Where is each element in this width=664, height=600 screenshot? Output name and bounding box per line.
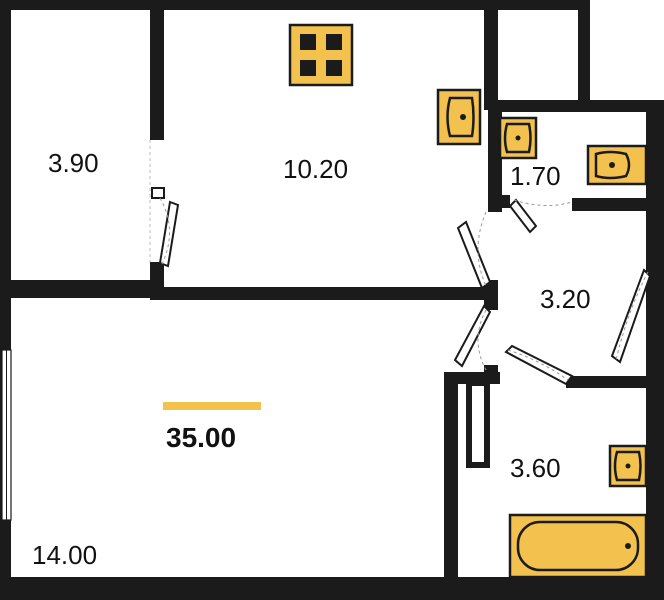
kitchen-living-wall — [150, 287, 486, 300]
partition-storage-kitchen-top — [150, 0, 164, 140]
room-area-toilet: 1.70 — [510, 161, 561, 191]
storage-door-jamb — [151, 187, 165, 199]
toilet-bottom-wall-left — [488, 195, 510, 208]
total-area: 35.00 — [166, 422, 236, 453]
room-area-hallway: 3.20 — [540, 284, 591, 314]
bathtub-icon — [508, 513, 648, 579]
kitchen-right-wall-mid — [488, 100, 502, 212]
room-area-bathroom: 3.60 — [510, 453, 561, 483]
outer-wall-left — [0, 0, 11, 600]
windows — [1, 349, 12, 521]
toilet-door-swing — [513, 199, 573, 206]
washbasin-icon — [608, 444, 648, 488]
shaft-inner — [472, 386, 484, 462]
room-area-kitchen: 10.20 — [283, 154, 348, 184]
room-area-storage: 3.90 — [48, 148, 99, 178]
doors — [149, 140, 652, 386]
living-room-door-leaf[interactable] — [453, 304, 492, 368]
total-area-accent-bar — [163, 402, 261, 410]
fixtures — [288, 23, 648, 579]
washbasin-icon — [498, 116, 538, 160]
hallway-right-door-leaf[interactable] — [610, 268, 652, 364]
storage-door-opening — [150, 140, 164, 262]
kitchen-door-leaf[interactable] — [456, 220, 492, 290]
bathroom-left-wall — [444, 372, 458, 587]
outer-wall-right — [646, 100, 664, 600]
sink-icon — [436, 88, 482, 146]
room-area-living-room: 14.00 — [32, 540, 97, 570]
stove-icon — [288, 23, 354, 87]
storage-bottom-wall — [0, 280, 164, 298]
outer-wall-notch-vertical — [578, 0, 590, 112]
outer-wall-notch-horizontal — [578, 100, 664, 112]
bathroom-top-wall-right — [566, 376, 658, 388]
outer-wall-bottom — [0, 577, 664, 600]
toilet-icon — [586, 144, 648, 186]
toilet-top-wall — [488, 100, 588, 112]
outer-wall-top — [0, 0, 588, 10]
hallway-left-wall — [484, 280, 498, 310]
storage-door-leaf[interactable] — [158, 200, 180, 268]
toilet-bottom-wall-right — [572, 198, 658, 211]
bathroom-door-leaf[interactable] — [504, 344, 574, 386]
kitchen-right-wall-top — [484, 10, 498, 110]
storage-door-swing — [159, 197, 171, 265]
living-room-door-swing — [477, 309, 487, 371]
hallway-right-door-swing — [615, 271, 649, 361]
toilet-door-leaf[interactable] — [508, 198, 538, 234]
bathroom-door-swing — [507, 349, 569, 381]
kitchen-door-swing — [477, 211, 487, 287]
